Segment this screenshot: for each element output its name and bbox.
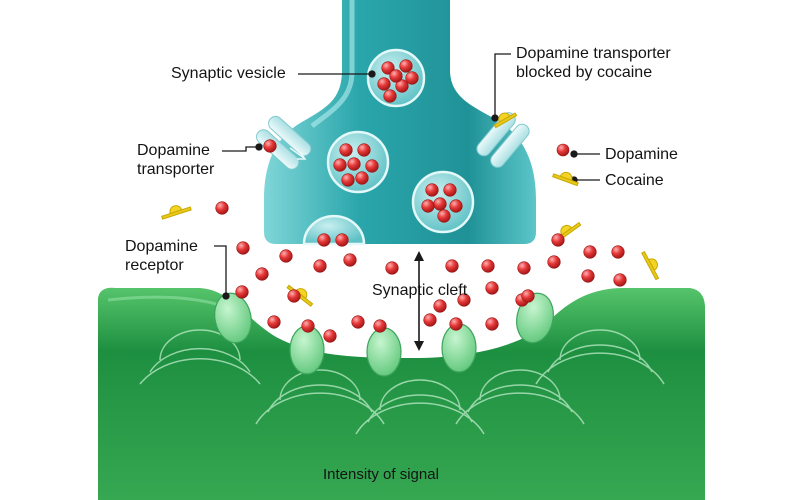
dopamine-molecule xyxy=(236,241,250,255)
dopamine-legend-label: Dopamine xyxy=(605,146,678,163)
dopamine-molecule xyxy=(581,269,595,283)
dopamine-molecule xyxy=(341,173,355,187)
dopamine-molecule xyxy=(313,259,327,273)
dopamine-transporter-label-line1: Dopamine xyxy=(137,142,210,159)
dopamine-molecule xyxy=(583,245,597,259)
dopamine-molecule xyxy=(399,59,413,73)
dopamine-molecule xyxy=(395,79,409,93)
synaptic-cleft-label: Synaptic cleft xyxy=(372,282,468,299)
dopamine-molecule xyxy=(381,61,395,75)
dopamine-molecule xyxy=(301,319,315,333)
synaptic-cleft-arrow xyxy=(414,251,424,351)
dopamine-molecule xyxy=(547,255,561,269)
blocked-transporter-label-line2: blocked by cocaine xyxy=(516,64,653,81)
dopamine-molecule xyxy=(357,143,371,157)
synaptic-vesicle-label: Synaptic vesicle xyxy=(171,65,286,82)
presynaptic-terminal xyxy=(264,0,536,244)
dopamine-receptor-label-line1: Dopamine xyxy=(125,238,198,255)
dopamine-molecule xyxy=(355,171,369,185)
dopamine-molecule xyxy=(235,285,249,299)
dopamine-receptor-label: Dopamine receptor xyxy=(125,237,198,275)
dopamine-molecule xyxy=(449,317,463,331)
dopamine-transporter-label: Dopamine transporter xyxy=(137,141,214,179)
dopamine-receptors xyxy=(214,292,554,377)
dopamine-molecule xyxy=(335,233,349,247)
dopamine-molecule xyxy=(385,261,399,275)
dopamine-molecule xyxy=(405,71,419,85)
dopamine-molecule xyxy=(347,157,361,171)
dopamine-molecule xyxy=(279,249,293,263)
dopamine-molecules xyxy=(215,59,627,343)
dopamine-molecule xyxy=(556,143,570,157)
postsynaptic-neuron xyxy=(98,287,705,500)
dopamine-molecule xyxy=(611,245,625,259)
dopamine-molecule xyxy=(333,158,347,172)
dopamine-transporter-label-line2: transporter xyxy=(137,161,215,178)
dopamine-molecule xyxy=(267,315,281,329)
cocaine-legend-label: Cocaine xyxy=(605,172,664,189)
dopamine-molecule xyxy=(423,313,437,327)
dopamine-molecule xyxy=(433,197,447,211)
dopamine-molecule xyxy=(263,139,277,153)
dopamine-molecule xyxy=(449,199,463,213)
dopamine-receptor-label-line2: receptor xyxy=(125,257,184,274)
dopamine-molecule xyxy=(481,259,495,273)
dopamine-molecule xyxy=(339,143,353,157)
dopamine-molecule xyxy=(613,273,627,287)
dopamine-molecule xyxy=(421,199,435,213)
dopamine-molecule xyxy=(485,317,499,331)
leader-lines xyxy=(214,53,600,300)
signal-ripples xyxy=(139,329,665,435)
dopamine-molecule xyxy=(389,69,403,83)
dopamine-molecule xyxy=(551,233,565,247)
dopamine-molecule xyxy=(457,293,471,307)
dopamine-molecule xyxy=(351,315,365,329)
dopamine-molecule xyxy=(323,329,337,343)
blocked-transporter-label: Dopamine transporter blocked by cocaine xyxy=(516,44,671,82)
dopamine-molecule xyxy=(433,299,447,313)
dopamine-molecule xyxy=(377,77,391,91)
dopamine-molecule xyxy=(437,209,451,223)
dopamine-molecule xyxy=(517,261,531,275)
dopamine-transporter xyxy=(256,115,312,170)
dopamine-molecule xyxy=(343,253,357,267)
dopamine-molecule xyxy=(215,201,229,215)
dopamine-molecule xyxy=(255,267,269,281)
intensity-of-signal-label: Intensity of signal xyxy=(323,466,439,483)
dopamine-molecule xyxy=(365,159,379,173)
dopamine-molecule xyxy=(383,89,397,103)
dopamine-molecule xyxy=(317,233,331,247)
dopamine-molecule xyxy=(287,289,301,303)
blocked-transporter-label-line1: Dopamine transporter xyxy=(516,45,671,62)
dopamine-molecule xyxy=(425,183,439,197)
dopamine-molecule xyxy=(373,319,387,333)
dopamine-molecule xyxy=(445,259,459,273)
dopamine-molecule xyxy=(521,289,535,303)
dopamine-molecule xyxy=(485,281,499,295)
dopamine-molecule xyxy=(443,183,457,197)
